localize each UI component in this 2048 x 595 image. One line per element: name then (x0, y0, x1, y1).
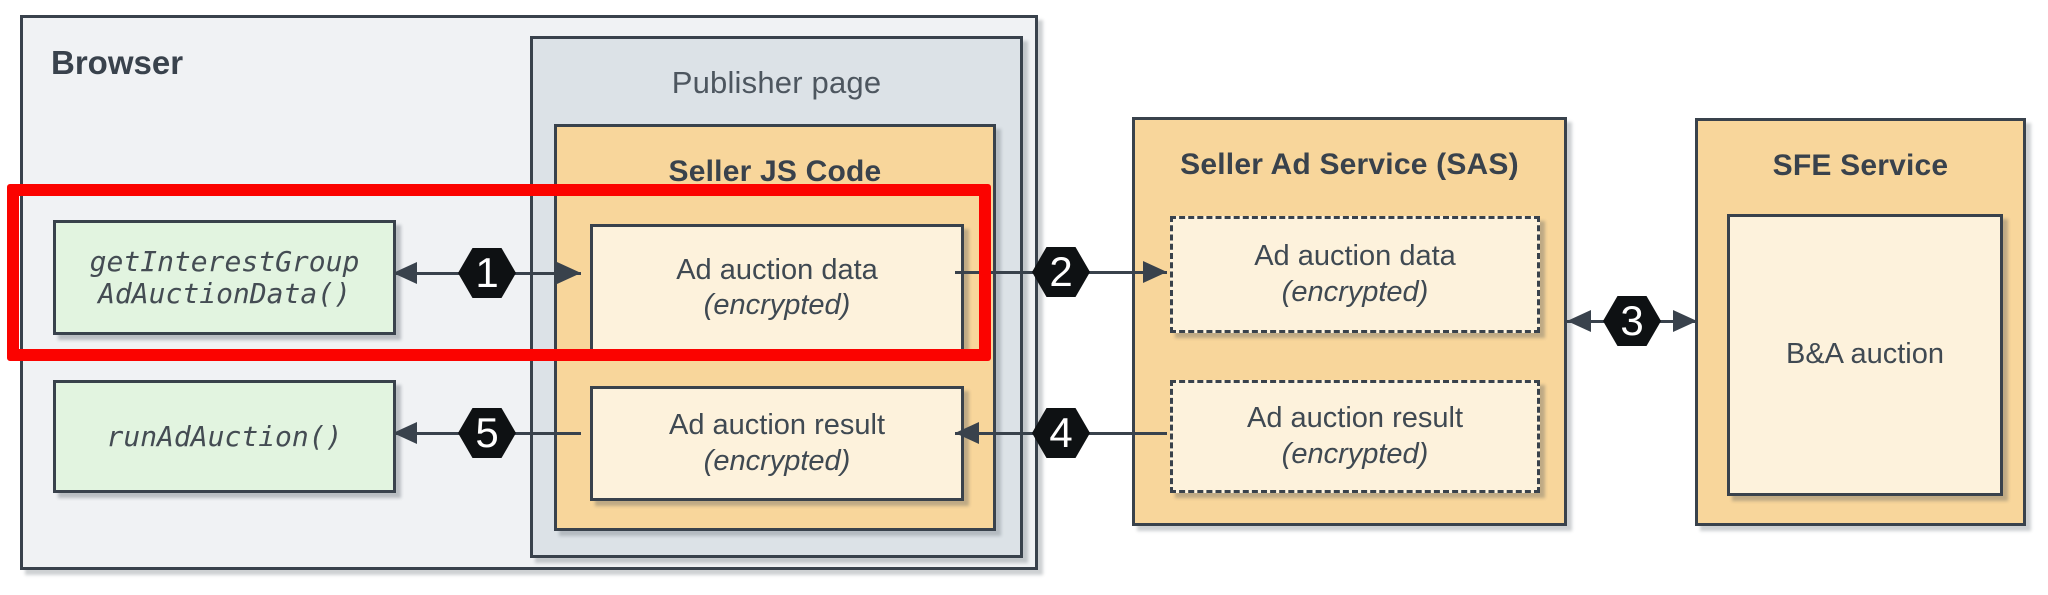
box-title: Ad auction result (668, 409, 885, 442)
sfe-service-container: SFE Service B&A auction (1695, 118, 2026, 526)
step-number: 1 (475, 249, 499, 296)
seller-ad-service-container: Seller Ad Service (SAS) Ad auction data … (1132, 117, 1567, 526)
arrowhead-right-icon (557, 262, 581, 284)
box-run-ad-auction: runAdAuction() (53, 380, 396, 493)
arrow-step-5: 5 (393, 408, 581, 458)
box-ad-auction-data-encrypted: Ad auction data (encrypted) (590, 224, 964, 352)
seller-ad-service-label: Seller Ad Service (SAS) (1180, 148, 1519, 181)
arrowhead-right-icon (1143, 261, 1167, 283)
sfe-service-label: SFE Service (1772, 149, 1949, 182)
step-number: 3 (1620, 297, 1644, 344)
browser-label: Browser (51, 44, 184, 81)
step-number: 4 (1049, 409, 1073, 456)
arrowhead-right-icon (1673, 310, 1697, 332)
box-subtitle: (encrypted) (703, 444, 851, 477)
red-highlight-rectangle (7, 184, 991, 361)
hexagon-badge: 4 (1032, 408, 1090, 458)
box-title: B&A auction (1786, 338, 1944, 371)
hexagon-badge: 5 (458, 408, 516, 458)
box-subtitle: (encrypted) (703, 289, 851, 321)
code-line: AdAuctionData() (98, 276, 351, 310)
code-line: runAdAuction() (106, 419, 343, 453)
box-title: Ad auction data (1254, 240, 1456, 273)
box-title: Ad auction data (676, 253, 878, 286)
arrowhead-left-icon (393, 422, 417, 444)
box-get-interest-group-ad-auction-data: getInterestGroup AdAuctionData() (53, 220, 396, 335)
dashed-box-ad-auction-data-encrypted: Ad auction data (encrypted) (1170, 216, 1540, 333)
seller-js-code-label: Seller JS Code (668, 155, 882, 188)
arrow-step-2: 2 (955, 247, 1167, 297)
hexagon-badge: 3 (1603, 296, 1661, 346)
arrow-step-1: 1 (393, 248, 581, 298)
arrow-step-4: 4 (955, 408, 1167, 458)
code-line: getInterestGroup (89, 244, 360, 278)
box-subtitle: (encrypted) (1281, 437, 1429, 470)
arrowhead-left-icon (955, 422, 979, 444)
step-number: 2 (1049, 248, 1073, 295)
step-number: 5 (475, 409, 499, 456)
publisher-page-container: Publisher page Seller JS Code Ad auction… (530, 36, 1023, 558)
hexagon-badge: 2 (1032, 247, 1090, 297)
box-subtitle: (encrypted) (1281, 275, 1429, 308)
box-ba-auction: B&A auction (1727, 214, 2003, 496)
arrowhead-left-icon (393, 262, 417, 284)
box-ad-auction-result-encrypted: Ad auction result (encrypted) (590, 386, 964, 501)
arrow-step-3: 3 (1567, 296, 1697, 346)
browser-container: Browser Publisher page Seller JS Code Ad… (20, 15, 1038, 570)
box-title: Ad auction result (1246, 402, 1463, 435)
arrowhead-left-icon (1567, 310, 1591, 332)
publisher-page-label: Publisher page (671, 65, 882, 100)
dashed-box-ad-auction-result-encrypted: Ad auction result (encrypted) (1170, 380, 1540, 493)
